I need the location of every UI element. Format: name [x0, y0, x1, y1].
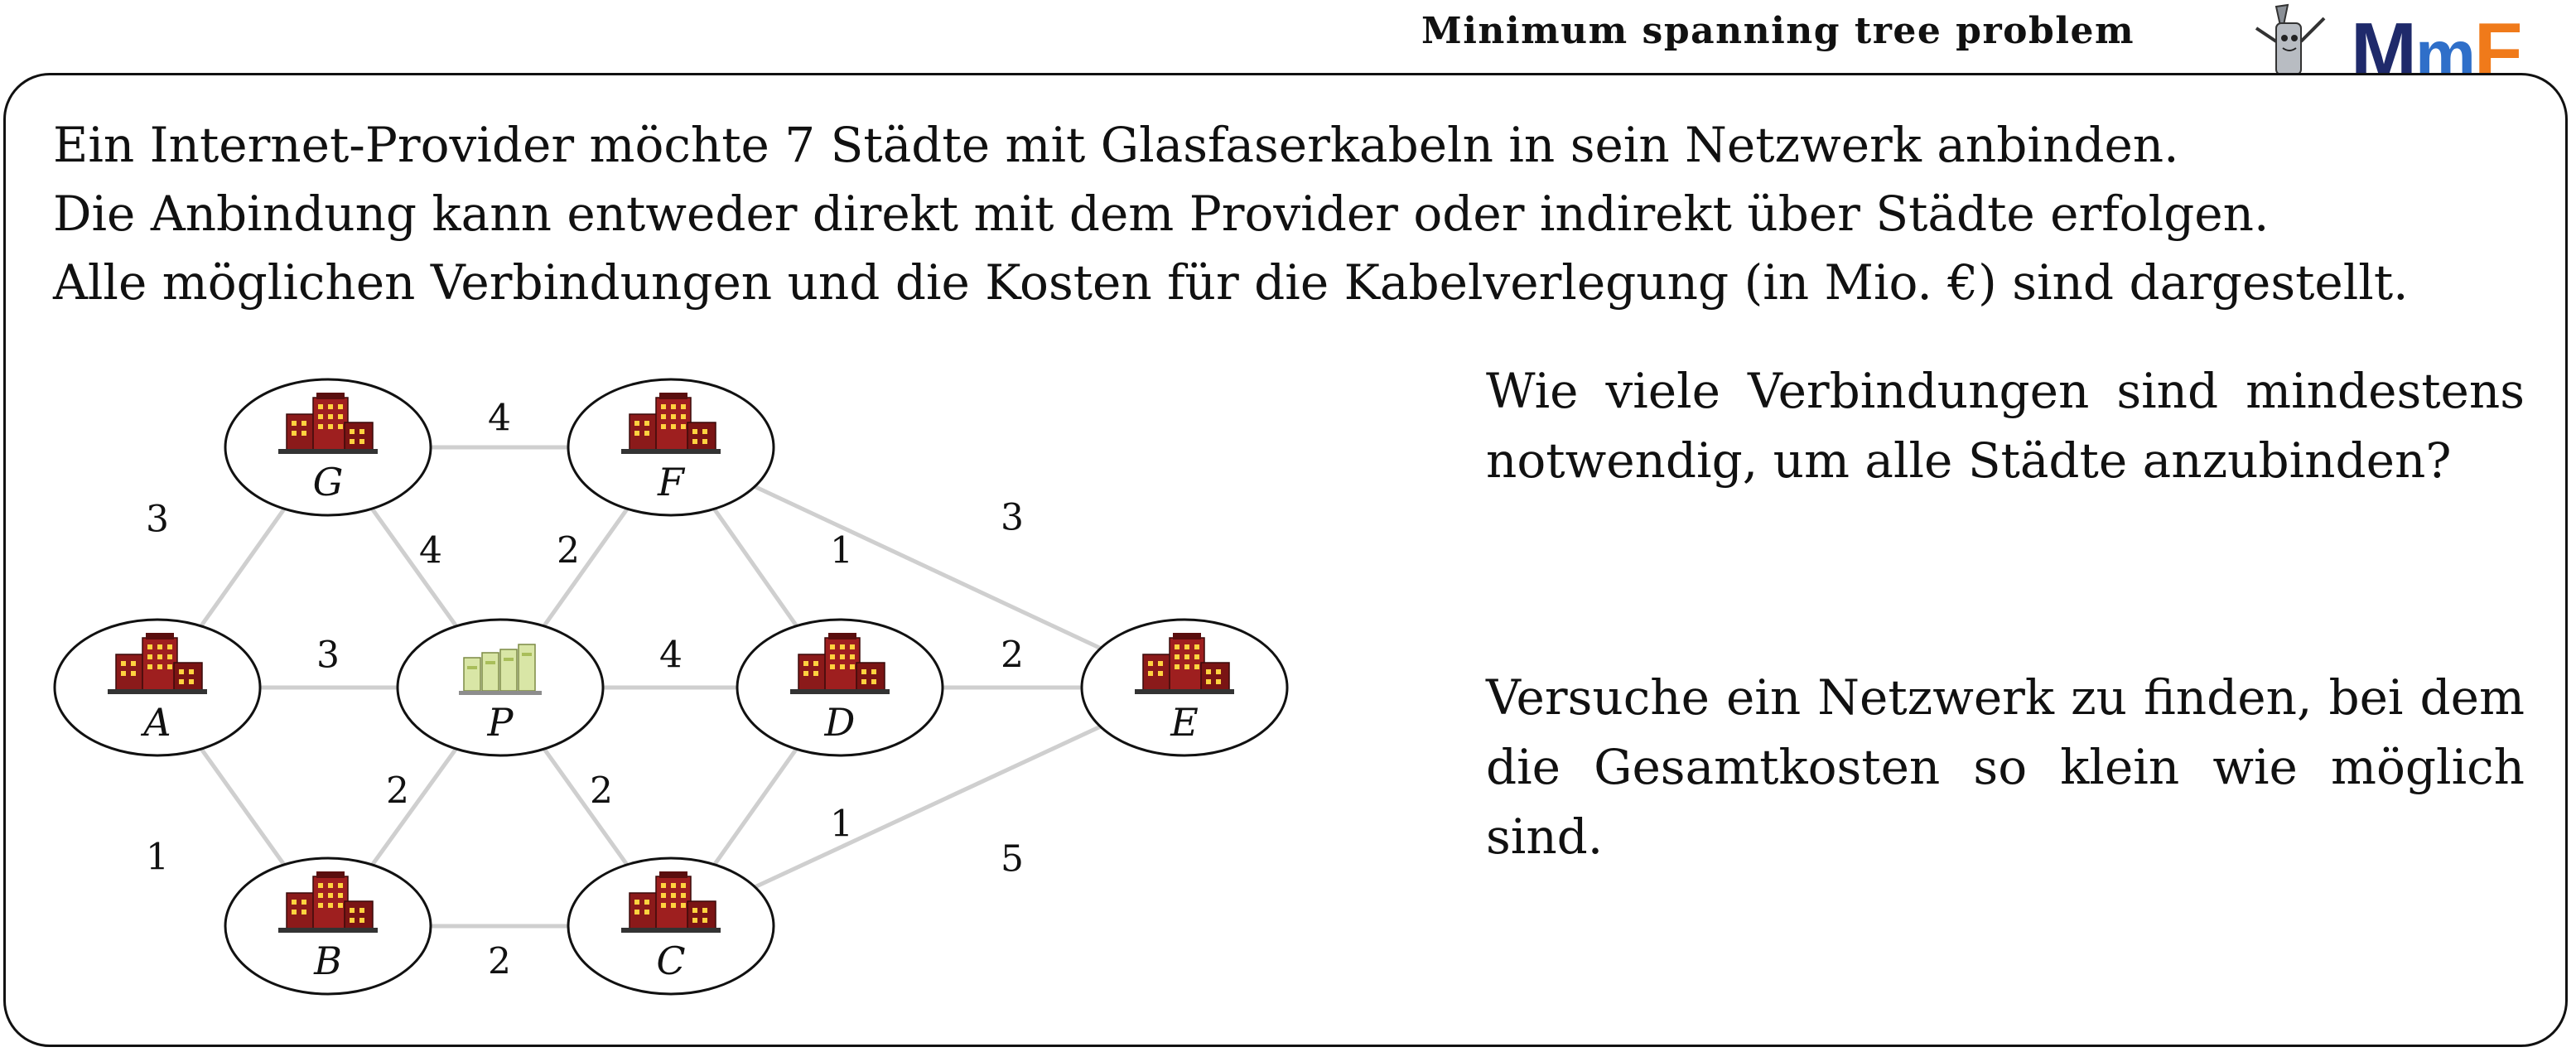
question-connections: Wie viele Verbindungen sind mindestens n…	[1486, 363, 2525, 489]
edge-weight-g-p: 4	[419, 530, 442, 572]
edge-f-e	[669, 445, 1186, 690]
edge-weight-a-p: 3	[316, 635, 340, 677]
node-e: E	[1080, 618, 1289, 757]
edge-weight-g-f: 4	[488, 398, 511, 440]
node-c: C	[567, 857, 775, 996]
edge-weight-a-b: 1	[146, 837, 169, 879]
node-label: D	[824, 700, 856, 745]
node-p: P	[396, 618, 605, 757]
intro-line: Ein Internet-Provider möchte 7 Städte mi…	[53, 117, 2179, 173]
node-label: P	[487, 700, 514, 745]
node-label: A	[140, 700, 171, 745]
edge-weight-c-e: 5	[1001, 838, 1024, 881]
header-title: Minimum spanning tree problem	[1421, 10, 2135, 52]
edge-weight-f-p: 2	[557, 530, 580, 572]
node-label: B	[313, 939, 342, 983]
node-label: G	[313, 460, 344, 504]
node-f: F	[567, 378, 775, 517]
node-a: A	[53, 618, 262, 757]
node-g: G	[224, 378, 432, 517]
node-label: C	[656, 939, 685, 983]
node-d: D	[736, 618, 944, 757]
edge-c-e	[669, 685, 1186, 929]
edge-weight-d-c: 1	[830, 803, 853, 846]
node-label: E	[1170, 700, 1199, 745]
intro-line: Die Anbindung kann entweder direkt mit d…	[53, 186, 2270, 242]
edge-weight-p-c: 2	[590, 770, 613, 813]
edge-weight-d-e: 2	[1001, 635, 1024, 677]
edge-weight-a-g: 3	[146, 499, 169, 541]
intro-text: Ein Internet-Provider möchte 7 Städte mi…	[53, 111, 2409, 317]
edge-weight-p-b: 2	[386, 770, 409, 813]
network-graph: 4 3 4 2 1 3 3 4 2 1 2 2 1 5 2 G F A P D E B C	[53, 378, 1289, 996]
content-frame	[3, 73, 2568, 1047]
edge-weight-f-e: 3	[1001, 497, 1024, 539]
edge-weight-p-d: 4	[659, 635, 683, 677]
edge-weight-f-d: 1	[830, 530, 853, 572]
node-b: B	[224, 857, 432, 996]
question-min-cost: Versuche ein Netzwerk zu finden, bei dem…	[1486, 669, 2525, 865]
node-label: F	[657, 460, 686, 504]
intro-line: Alle möglichen Verbindungen und die Kost…	[53, 254, 2409, 311]
edge-weight-b-c: 2	[488, 941, 511, 983]
